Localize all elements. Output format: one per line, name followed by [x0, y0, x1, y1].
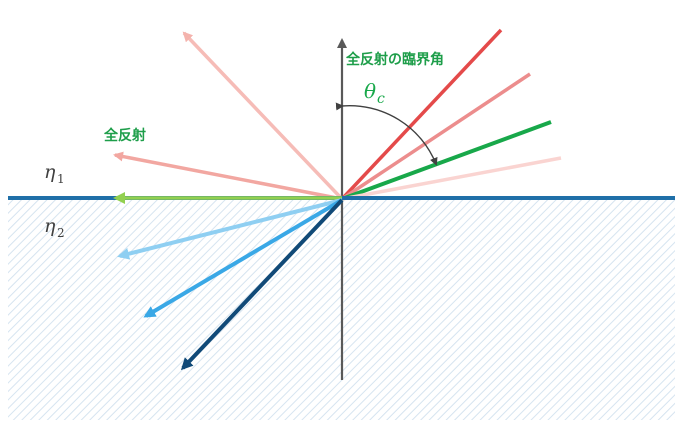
- eta-1-subscript: 1: [57, 172, 65, 186]
- eta-1-symbol: η: [44, 161, 56, 183]
- eta-2-symbol: η: [44, 215, 56, 237]
- critical-angle-ray: [341, 120, 552, 201]
- theta-subscript: c: [377, 91, 385, 107]
- refracted-ray-dark-blue: [180, 198, 344, 371]
- total-reflection-label: 全反射: [103, 127, 146, 144]
- eta-2-subscript: 2: [57, 226, 65, 240]
- critical-angle-arc: [335, 102, 438, 166]
- theta-c-label: θ c: [364, 79, 385, 107]
- reflected-ray-shallow: [113, 151, 343, 201]
- refracted-ray-light-blue: [117, 198, 343, 260]
- eta-2-label: η 2: [44, 215, 65, 240]
- reflected-ray-steep: [182, 31, 344, 201]
- ray-light-pink: [341, 156, 562, 201]
- refracted-ray-blue: [143, 198, 344, 318]
- critical-angle-label: 全反射の臨界角: [345, 51, 444, 68]
- eta-1-label: η 1: [44, 161, 65, 186]
- theta-symbol: θ: [364, 79, 376, 103]
